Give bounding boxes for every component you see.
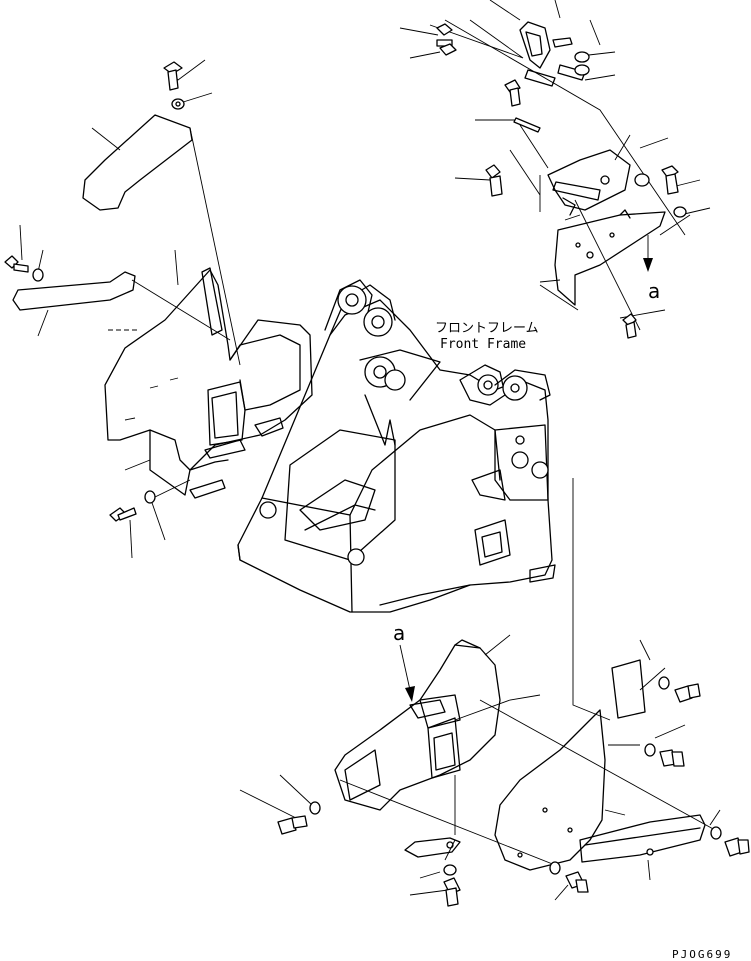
ref-label-a-top: a — [648, 279, 660, 303]
front-frame-label-jp: フロントフレーム — [435, 321, 539, 336]
ref-arrow-top — [643, 235, 653, 272]
upper-right-leaders — [399, 0, 711, 331]
upper-left-leaders — [19, 59, 241, 559]
drawing-code: PJOG699 — [672, 948, 732, 961]
lower-left-fender — [334, 639, 501, 858]
ref-label-a-bottom: a — [393, 621, 405, 645]
front-frame — [237, 279, 556, 613]
front-frame-label-en: Front Frame — [440, 337, 526, 352]
lower-leaders — [239, 478, 721, 901]
lower-fasteners — [277, 676, 750, 907]
upper-right-assembly — [513, 21, 666, 306]
lower-right-fender — [494, 659, 706, 871]
upper-right-fasteners — [436, 23, 687, 339]
ref-arrow-bottom — [399, 644, 415, 702]
upper-left-fasteners — [4, 61, 185, 522]
upper-left-fender — [12, 114, 313, 499]
